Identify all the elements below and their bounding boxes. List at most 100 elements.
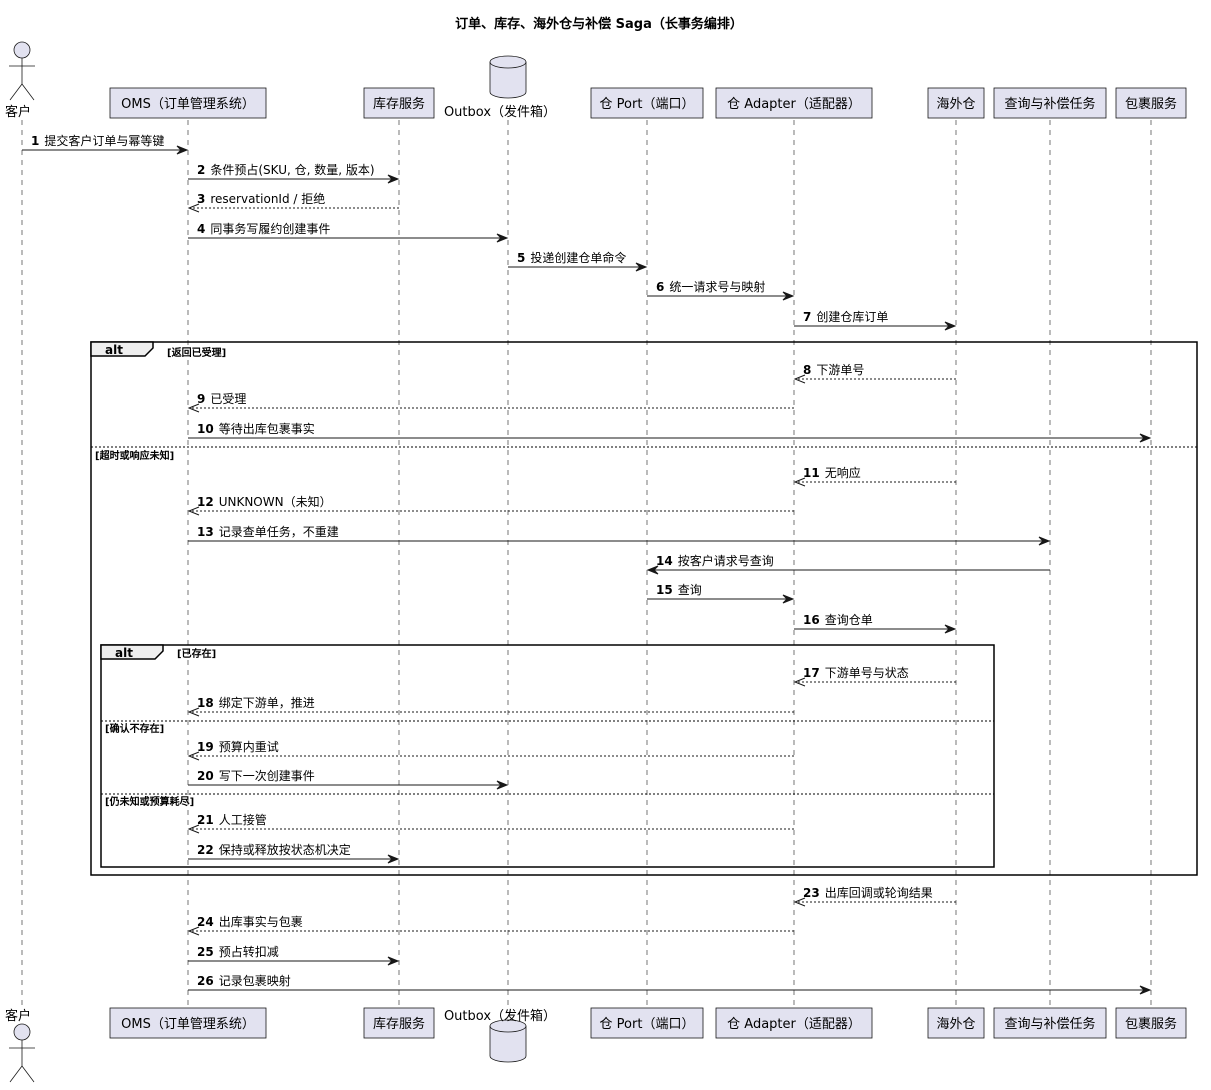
participant-warehouse-bottom: 海外仓 — [927, 1007, 985, 1039]
participant-box — [715, 87, 873, 119]
alt-fragment-1: alt [返回已受理] [超时或响应未知] — [90, 341, 1198, 876]
participant-box — [590, 1007, 704, 1039]
participant-box — [590, 87, 704, 119]
participant-label: 仓 Port（端口） — [600, 1017, 695, 1032]
message-number: 3 — [197, 192, 205, 206]
fragment-guard: [返回已受理] — [167, 346, 226, 359]
message-number: 20 — [197, 769, 214, 783]
actor-icon — [9, 1023, 35, 1083]
arrowhead — [496, 780, 509, 790]
fragment-keyword: alt — [115, 646, 133, 660]
participant-label: Outbox（发件箱） — [444, 104, 556, 120]
arrowhead — [387, 174, 400, 184]
participant-label: 海外仓 — [936, 97, 975, 112]
message-15: 15 查询 — [647, 583, 795, 604]
participant-label: 海外仓 — [936, 1017, 975, 1032]
message-text: 同事务写履约创建事件 — [210, 221, 330, 236]
arrowhead — [1139, 433, 1152, 443]
fragment-frame — [90, 341, 1198, 876]
participant-label: 包裹服务 — [1125, 96, 1177, 112]
participant-port-top: 仓 Port（端口） — [590, 87, 704, 119]
participant-label: 库存服务 — [373, 96, 425, 112]
message-text: 预占转扣减 — [219, 944, 279, 959]
diagram-title: 订单、库存、海外仓与补偿 Saga（长事务编排） — [455, 16, 743, 32]
participant-oms-bottom: OMS（订单管理系统） — [109, 1007, 267, 1039]
participant-label: 客户 — [5, 1008, 31, 1024]
arrowhead — [793, 477, 806, 487]
participant-label: 客户 — [5, 104, 31, 120]
message-number: 4 — [197, 222, 205, 236]
participant-box — [927, 87, 985, 119]
message-text: 统一请求号与映射 — [669, 279, 765, 294]
fragment-guard: [已存在] — [177, 647, 216, 660]
message-number: 14 — [656, 554, 673, 568]
message-text: 等待出库包裹事实 — [219, 421, 315, 436]
participant-outbox-bottom: Outbox（发件箱） — [444, 1008, 556, 1063]
participant-label: 仓 Adapter（适配器） — [727, 1017, 861, 1032]
participant-customer-top: 客户 — [5, 41, 35, 120]
message-number: 23 — [803, 886, 820, 900]
arrowhead — [187, 926, 200, 936]
message-text: 查询 — [678, 583, 702, 597]
message-23: 23 出库回调或轮询结果 — [793, 885, 956, 907]
participant-label: OMS（订单管理系统） — [121, 97, 255, 112]
message-text: 保持或释放按状态机决定 — [219, 842, 351, 857]
message-label: 4 同事务写履约创建事件 — [197, 221, 330, 236]
participant-box — [993, 87, 1107, 119]
arrowhead — [944, 321, 957, 331]
message-label: 23 出库回调或轮询结果 — [803, 885, 933, 900]
message-text: 写下一次创建事件 — [219, 769, 315, 783]
message-text: 出库回调或轮询结果 — [825, 885, 933, 900]
participant-box — [927, 1007, 985, 1039]
arrowhead — [793, 677, 806, 687]
arrowhead — [496, 233, 509, 243]
message-number: 13 — [197, 525, 214, 539]
message-text: 创建仓库订单 — [816, 309, 888, 324]
arrowhead — [782, 291, 795, 301]
participant-customer-bottom: 客户 — [5, 1008, 35, 1083]
participant-label: OMS（订单管理系统） — [121, 1017, 255, 1032]
fragment-frame — [100, 644, 995, 868]
arrowhead — [187, 203, 200, 213]
fragment-guard: [超时或响应未知] — [95, 449, 174, 462]
message-number: 26 — [197, 974, 214, 988]
participant-box — [993, 1007, 1107, 1039]
participant-compensation-top: 查询与补偿任务 — [993, 87, 1107, 119]
message-number: 17 — [803, 666, 820, 680]
message-text: 预算内重试 — [219, 739, 279, 754]
fragment-keyword: alt — [105, 343, 123, 357]
arrowhead — [1038, 536, 1051, 546]
message-label: 15 查询 — [656, 583, 702, 597]
fragment-tab — [90, 341, 154, 357]
message-20: 20 写下一次创建事件 — [188, 769, 509, 790]
fragment-guard: [确认不存在] — [105, 722, 164, 735]
message-number: 15 — [656, 583, 673, 597]
database-icon — [489, 55, 527, 99]
message-text: 查询仓单 — [825, 613, 873, 627]
message-number: 18 — [197, 696, 214, 710]
alt-fragment-2: alt[已存在][确认不存在][仍未知或预算耗尽] — [100, 644, 995, 868]
message-number: 2 — [197, 163, 205, 177]
participant-box — [1115, 87, 1187, 119]
